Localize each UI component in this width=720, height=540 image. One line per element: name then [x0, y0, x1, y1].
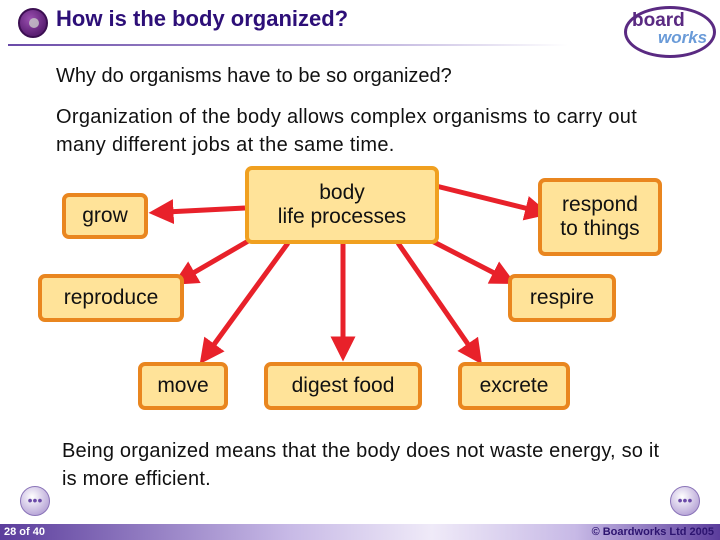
next-slide-icon[interactable]: •••: [670, 486, 700, 516]
node-grow: grow: [62, 193, 148, 239]
slide-number: 28 of 40: [4, 526, 45, 538]
center-line-1: body: [319, 181, 365, 204]
footer-bar: [0, 524, 720, 540]
logo-text-board: board: [632, 10, 685, 31]
node-reproduce: reproduce: [38, 274, 184, 322]
node-digest-food: digest food: [264, 362, 422, 410]
boardworks-logo: [624, 6, 716, 58]
arrow-to-move: [199, 241, 291, 365]
node-respire-label: respire: [529, 286, 595, 309]
node-respond: respond to things: [538, 178, 662, 256]
previous-slide-icon[interactable]: •••: [20, 486, 50, 516]
node-respond-line-2: to things: [560, 217, 640, 240]
intro-answer: Organization of the body allows complex …: [56, 106, 638, 156]
conclusion-text: Being organized means that the body does…: [62, 440, 660, 490]
node-reproduce-label: reproduce: [63, 286, 159, 309]
page-title: How is the body organized?: [56, 6, 349, 31]
arrow-to-grow: [148, 199, 246, 225]
title-divider: [8, 44, 568, 46]
logo-text-works: works: [658, 28, 708, 47]
node-excrete: excrete: [458, 362, 570, 410]
node-grow-label: grow: [82, 204, 128, 227]
node-move-label: move: [157, 374, 209, 397]
intro-question: Why do organisms have to be so organized…: [56, 65, 452, 87]
molecule-icon: [18, 8, 48, 38]
arrow-to-respire: [428, 237, 516, 285]
node-body-life-processes: body life processes: [245, 166, 439, 244]
node-excrete-label: excrete: [479, 374, 549, 397]
arrow-to-reproduce: [172, 237, 252, 285]
center-line-2: life processes: [277, 205, 407, 228]
node-respire: respire: [508, 274, 616, 322]
arrow-to-excrete: [395, 241, 482, 365]
arrow-to-respond: [435, 183, 550, 221]
node-move: move: [138, 362, 228, 410]
node-digest-label: digest food: [291, 374, 395, 397]
node-respond-line-1: respond: [562, 193, 638, 216]
copyright: © Boardworks Ltd 2005: [591, 526, 714, 538]
